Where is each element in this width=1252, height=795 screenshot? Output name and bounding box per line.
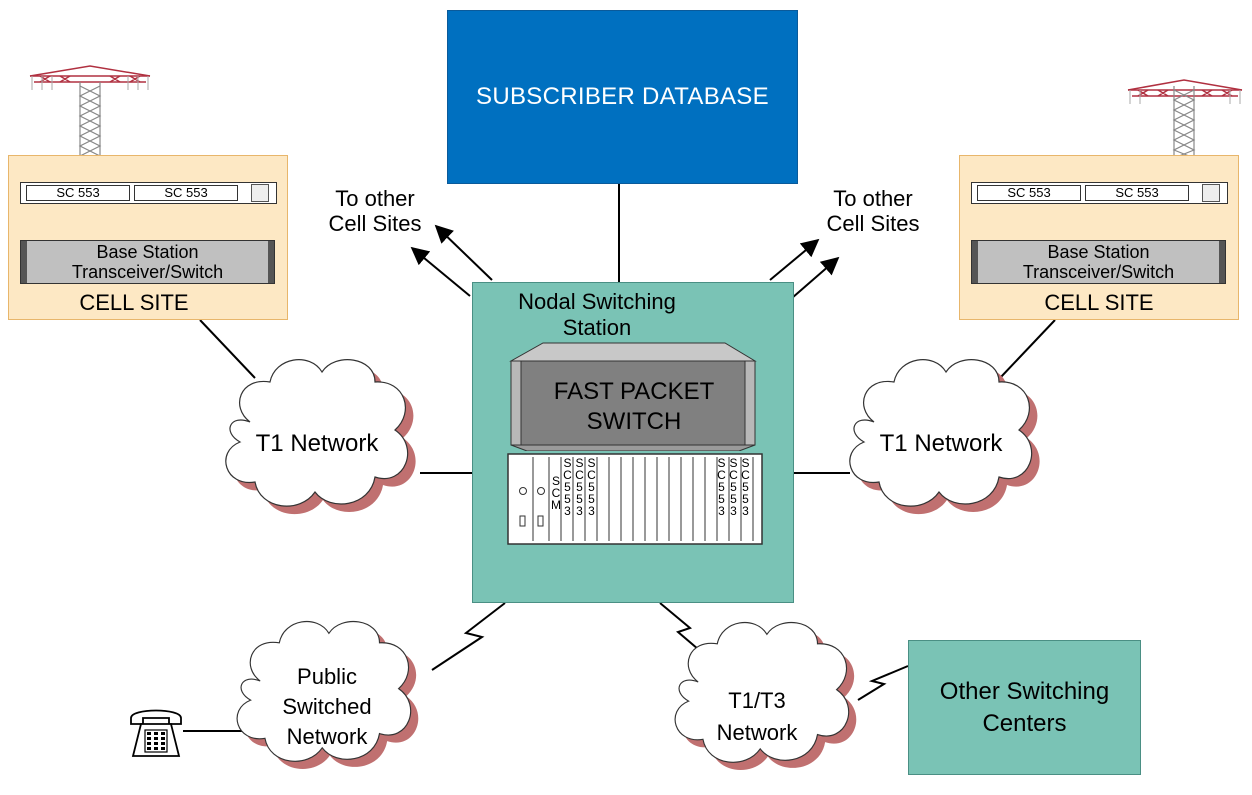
bts-label-line1: Base Station — [96, 242, 199, 262]
card-rack — [507, 453, 763, 545]
shelf-port-panel — [251, 184, 269, 202]
fast-packet-switch-chassis — [509, 342, 757, 451]
cloud-icon — [849, 359, 1040, 515]
cloud-icon — [236, 620, 419, 769]
card-label-sc553: SC553 — [717, 456, 726, 518]
card-label-sc553: SC553 — [729, 456, 738, 518]
to-other-cell-sites-right: To other Cell Sites — [826, 186, 920, 237]
other-switching-line2: Centers — [982, 709, 1067, 737]
cloud-icon — [225, 359, 416, 515]
card-label-sc553: SC553 — [575, 456, 584, 518]
t1-network-left-label: T1 Network — [255, 430, 379, 457]
nodal-station-title: Nodal Switching Station — [518, 289, 676, 340]
sc553-card: SC 553 — [1085, 185, 1189, 201]
sc553-card: SC 553 — [977, 185, 1081, 201]
t1-network-right-label: T1 Network — [879, 430, 1003, 457]
card-label-sc553: SC553 — [587, 456, 596, 518]
cell-tower-icon — [1127, 79, 1243, 158]
card-label-scm: SCM — [551, 474, 561, 512]
cell-site-label: CELL SITE — [1044, 290, 1154, 315]
card-label-sc553: SC553 — [563, 456, 572, 518]
telephone-icon — [130, 709, 182, 757]
fast-packet-switch-label: FAST PACKET SWITCH — [553, 378, 715, 435]
subscriber-database-box: SUBSCRIBER DATABASE — [447, 10, 798, 184]
sc553-card: SC 553 — [26, 185, 130, 201]
cell-site-right: SC 553 SC 553 Base Station Transceiver/S… — [959, 155, 1239, 320]
to-other-cell-sites-left: To other Cell Sites — [328, 186, 422, 237]
cell-site-left: SC 553 SC 553 Base Station Transceiver/S… — [8, 155, 288, 320]
pstn-label: Public Switched Network — [282, 664, 372, 749]
other-switching-line1: Other Switching — [939, 678, 1110, 706]
card-label-sc553: SC553 — [741, 456, 750, 518]
subscriber-database-label: SUBSCRIBER DATABASE — [476, 83, 769, 110]
cloud-icon — [674, 621, 857, 770]
bts-label-line1: Base Station — [1047, 242, 1150, 262]
bts-label-line2: Transceiver/Switch — [71, 262, 224, 282]
bts-label-line2: Transceiver/Switch — [1022, 262, 1175, 282]
cell-tower-icon — [29, 65, 151, 156]
shelf-port-panel — [1202, 184, 1220, 202]
sc553-card: SC 553 — [134, 185, 238, 201]
nodal-switching-station: Nodal Switching Station FAST PACKET SWIT… — [472, 282, 794, 603]
base-station-transceiver: Base Station Transceiver/Switch — [971, 240, 1226, 284]
t1t3-network-label: T1/T3 Network — [716, 688, 798, 745]
base-station-transceiver: Base Station Transceiver/Switch — [20, 240, 275, 284]
cell-site-label: CELL SITE — [79, 290, 189, 315]
other-switching-centers-box: Other Switching Centers — [908, 640, 1141, 775]
